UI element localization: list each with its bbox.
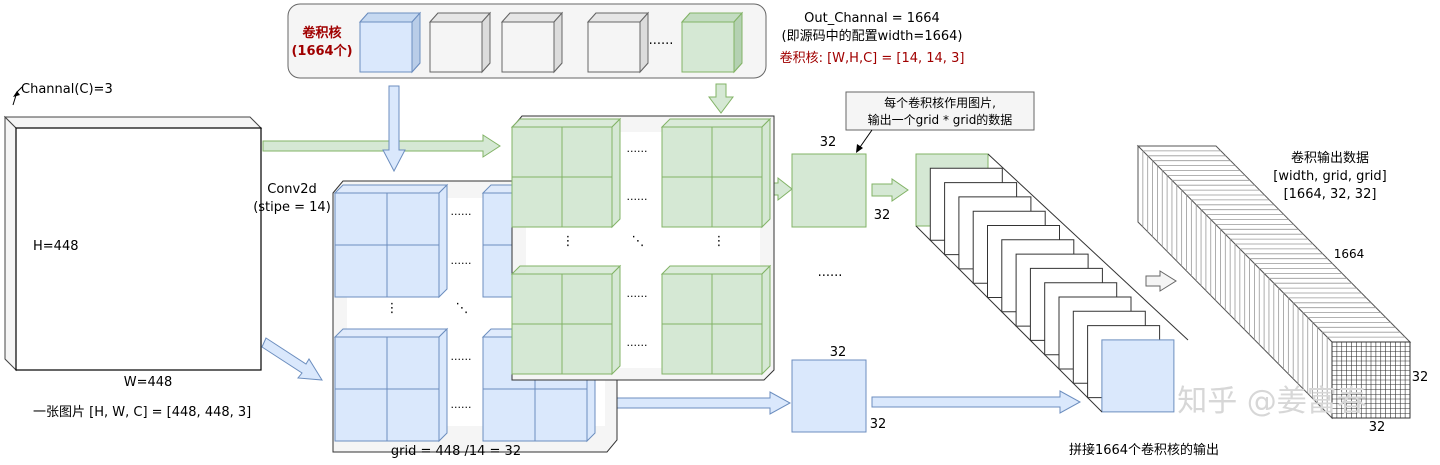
feature-map-blue [791,359,867,433]
arrow-kernel-green-down [708,83,734,114]
green-block-top-right [660,117,772,229]
green-dots-left: ⋮ [562,234,575,249]
output-title: 卷积输出数据 [1291,150,1369,166]
output-side-label: 32 [1412,370,1429,385]
callout-box [845,91,1035,131]
fm-blue-side-label: 32 [870,417,887,432]
green-dots-right: ⋮ [713,234,726,249]
stack-layer-last [1101,339,1175,413]
output-depth-label: 1664 [1334,247,1365,261]
channel-label: Channal(C)=3 [21,82,113,97]
image-caption: 一张图片 [H, W, C] = [448, 448, 3] [33,405,251,420]
kernel-group: 卷积核 (1664个) ...... [287,3,767,79]
arrow-to-blue [261,337,323,381]
kernel-shape-label: 卷积核: [W,H,C] = [14, 14, 3] [780,50,965,66]
blue-dots-center: ⋱ [456,301,469,316]
green-dots-center: ⋱ [632,234,645,249]
blue-dots-top: ...... [451,205,472,218]
callout-line2: 输出一个grid * grid的数据 [868,112,1013,127]
kernel-cube-green [680,11,744,74]
feature-map-stack [915,153,1189,413]
kernel-cube-gray-3 [586,11,650,74]
arrow-blue-to-fm [603,391,792,415]
green-block-bottom-right [660,264,772,376]
output-bottom-label: 32 [1369,420,1386,435]
blue-dots-left: ⋮ [386,301,399,316]
green-dots-bottom: ...... [627,287,648,300]
arrow-to-green [262,134,501,158]
output-tensor [1136,144,1412,420]
green-grid-cubes [510,117,772,376]
input-image [3,115,263,372]
conv-label: Conv2d [267,182,317,197]
blue-block-top-left [333,183,449,299]
green-dots-bottom-2: ...... [627,336,648,349]
arrow-kernel-blue-down [382,85,406,173]
conv-stride-label: (stipe = 14) [253,200,331,215]
fm-between-dots: ...... [818,265,843,280]
blue-dots-top-2: ...... [451,254,472,267]
callout-line1: 每个卷积核作用图片, [884,95,996,110]
green-dots-top: ...... [627,142,648,155]
green-block-bottom-left [510,264,622,376]
concat-caption: 拼接1664个卷积核的输出 [1069,442,1219,458]
out-channel-label: Out_Channal = 1664 [804,11,940,26]
blue-dots-bottom-2: ...... [451,398,472,411]
out-channel-note: (即源码中的配置width=1664) [782,28,963,44]
arrow-stack-to-output [1145,270,1177,292]
green-dots-top-2: ...... [627,190,648,203]
height-label: H=448 [33,239,78,254]
fm-green-top-label: 32 [820,135,837,150]
fm-green-side-label: 32 [874,208,891,223]
kernel-label: 卷积核 [302,25,341,41]
kernel-cube-gray-1 [428,11,492,74]
watermark: 知乎 @姜富春 [1177,384,1367,419]
arrow-fm-to-stack [871,178,909,202]
output-shape-line1: [width, grid, grid] [1273,169,1386,184]
kernel-cube-gray-2 [500,11,564,74]
green-block-top-left [510,117,622,229]
blue-dots-bottom: ...... [451,350,472,363]
feature-map-green [791,153,867,228]
output-shape-line2: [1664, 32, 32] [1284,187,1377,202]
blue-block-bottom-left [333,327,449,443]
width-label: W=448 [124,375,173,390]
fm-blue-top-label: 32 [830,345,847,360]
blue-block-bottom-right [481,327,597,443]
kernel-count-label: (1664个) [291,43,352,59]
kernel-ellipsis: ...... [649,33,674,48]
arrow-fm-blue-to-stack [871,390,1082,414]
kernel-cube-blue [358,11,422,74]
grid-caption: grid = 448 /14 = 32 [391,444,521,459]
